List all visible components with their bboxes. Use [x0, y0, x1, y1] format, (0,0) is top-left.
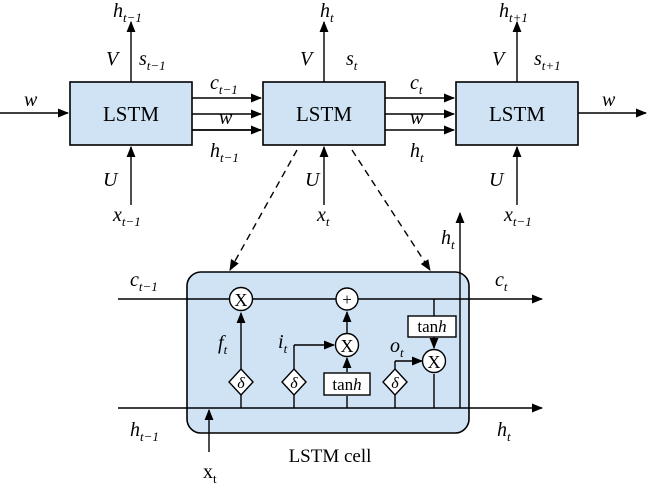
lstm-block-current: LSTM — [262, 81, 386, 146]
lstm-block-next: LSTM — [455, 81, 579, 146]
lstm-block-label: LSTM — [103, 102, 159, 126]
link-prev-to-current: ct−1 w ht−1 — [192, 72, 263, 165]
w-output-label: w — [602, 89, 616, 111]
expand-dash-left — [229, 149, 298, 271]
h-in-label: ht−1 — [130, 419, 159, 444]
svg-text:δ: δ — [290, 375, 298, 392]
candidate-tanh-node: tanh — [323, 372, 371, 396]
svg-text:st: st — [346, 48, 358, 73]
svg-text:V: V — [106, 48, 121, 70]
input-multiply-node: X — [334, 332, 360, 358]
lstm-cell-box — [186, 271, 470, 434]
svg-text:xt: xt — [316, 204, 330, 229]
forget-multiply-node: X — [228, 286, 254, 312]
x-input-label: xt — [203, 461, 217, 486]
svg-text:st−1: st−1 — [139, 48, 166, 73]
h-top-label: ht — [441, 227, 455, 252]
c-link-label: ct — [410, 72, 423, 97]
svg-text:ht+1: ht+1 — [499, 0, 528, 25]
output-multiply-node: X — [421, 348, 447, 374]
output-gate-label: ot — [390, 335, 404, 360]
h-out-label: ht — [497, 419, 511, 444]
svg-text:ht: ht — [320, 0, 334, 25]
forget-sigma-node: δ — [228, 367, 254, 397]
svg-text:ht−1: ht−1 — [113, 0, 142, 25]
svg-text:U: U — [489, 169, 505, 191]
input-sigma-node: δ — [281, 367, 307, 397]
svg-text:xt−1: xt−1 — [112, 204, 141, 229]
lstm-block-label: LSTM — [489, 102, 545, 126]
svg-text:δ: δ — [391, 375, 399, 392]
svg-text:V: V — [492, 48, 507, 70]
w-link-label: w — [410, 107, 424, 129]
block-current-io: ht V st U xt — [300, 0, 358, 229]
svg-text:+: + — [342, 290, 352, 309]
c-link-label: ct−1 — [210, 72, 238, 97]
h-link-label: ht — [410, 140, 424, 165]
block-next-io: ht+1 V st+1 U xt−1 — [489, 0, 561, 229]
w-link-label: w — [219, 107, 233, 129]
svg-text:U: U — [305, 169, 321, 191]
svg-text:tanh: tanh — [332, 375, 361, 394]
svg-text:X: X — [428, 352, 441, 372]
svg-text:tanh: tanh — [417, 317, 446, 336]
expand-dash-right — [351, 149, 431, 271]
svg-text:X: X — [235, 290, 248, 310]
w-input-label: w — [24, 89, 38, 111]
lstm-block-label: LSTM — [296, 102, 352, 126]
svg-text:U: U — [103, 169, 119, 191]
add-node: + — [335, 287, 359, 311]
forget-gate-label: ft — [218, 332, 228, 357]
input-gate-label: it — [278, 331, 288, 356]
lstm-block-prev: LSTM — [69, 81, 193, 146]
c-out-label: ct — [495, 269, 508, 294]
cell-tanh-node: tanh — [407, 315, 457, 338]
lstm-cell-caption: LSTM cell — [289, 446, 372, 467]
c-in-label: ct−1 — [130, 269, 158, 294]
output-sigma-node: δ — [382, 367, 408, 397]
link-current-to-next: ct w ht — [385, 72, 456, 165]
svg-text:δ: δ — [237, 375, 245, 392]
h-link-label: ht−1 — [210, 140, 239, 165]
svg-text:V: V — [300, 48, 315, 70]
svg-text:xt−1: xt−1 — [503, 204, 532, 229]
svg-text:X: X — [341, 336, 354, 356]
block-prev-io: ht−1 V st−1 U xt−1 — [103, 0, 166, 229]
svg-text:st+1: st+1 — [534, 48, 561, 73]
